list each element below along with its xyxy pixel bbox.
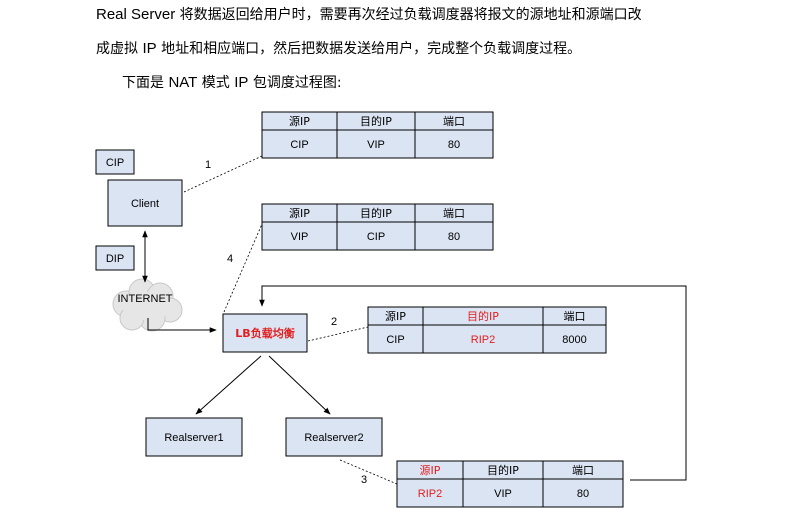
caption-ip-term: IP xyxy=(234,74,249,91)
table-header-cell: 源IP xyxy=(289,206,310,220)
table-value-cell: 80 xyxy=(577,488,589,500)
table-header-cell: 端口 xyxy=(564,310,586,323)
table-header-cell: 端口 xyxy=(443,115,465,128)
table-value-cell: RIP2 xyxy=(471,334,495,346)
paragraph-2-text-a: 成虚拟 xyxy=(96,41,143,57)
table-cell-bg xyxy=(462,478,544,508)
table-value-cell: CIP xyxy=(386,334,404,346)
lb-rs2-arrow xyxy=(268,355,331,415)
lb-rs1-arrow xyxy=(195,355,262,415)
return-path-arrow xyxy=(259,285,687,481)
table-value-cell: CIP xyxy=(367,231,385,243)
table-header-cell: 源IP xyxy=(289,114,310,128)
table-header-cell: 目的IP xyxy=(360,114,392,128)
table-cell-bg xyxy=(414,129,494,159)
caption-text-c: 包调度过程图: xyxy=(248,75,342,91)
paragraph-2: 成虚拟 IP 地址和相应端口，然后把数据发送给用户，完成整个负载调度过程。 xyxy=(96,38,581,58)
realserver1-node: Realserver1 xyxy=(145,417,243,457)
table-header-cell: 目的IP xyxy=(467,309,499,323)
table-value-cell: VIP xyxy=(367,139,385,151)
packet-tables: 源IP CIP 目的IP VIP 端口 80 源IP VIP 目的IP CIP 端口 80 源IP CIP… xyxy=(261,111,624,508)
table-cell-bg xyxy=(414,221,494,251)
packet-table-t3: 源IP RIP2 目的IP VIP 端口 80 xyxy=(396,460,624,508)
table-cell-bg xyxy=(261,129,338,159)
packet-table-t1: 源IP CIP 目的IP VIP 端口 80 xyxy=(261,111,494,159)
table-cell-bg xyxy=(422,324,544,354)
callout-4-line xyxy=(223,223,263,313)
callout-1-line xyxy=(183,155,263,193)
lb-node: LB负载均衡 xyxy=(222,313,308,353)
paragraph-1-text: 将数据返回给用户时，需要再次经过负载调度器将报文的源地址和源端口改 xyxy=(175,7,642,23)
nat-term: NAT xyxy=(168,74,198,91)
table-cell-bg xyxy=(396,478,464,508)
step-1-label: 1 xyxy=(205,159,211,171)
step-3-label: 3 xyxy=(361,474,367,486)
table-cell-bg xyxy=(261,221,338,251)
ip-term: IP xyxy=(142,40,157,57)
callout-2-line xyxy=(307,326,369,342)
table-cell-bg xyxy=(542,324,607,354)
table-header-cell: 端口 xyxy=(443,207,465,220)
real-server-term: Real Server xyxy=(96,6,176,23)
realserver1-label: Realserver1 xyxy=(164,432,223,444)
cip-node: CIP xyxy=(95,149,135,175)
packet-table-t4: 源IP VIP 目的IP CIP 端口 80 xyxy=(261,203,494,251)
internet-lb-arrow xyxy=(147,318,217,333)
paragraph-2-text-b: 地址和相应端口，然后把数据发送给用户，完成整个负载调度过程。 xyxy=(156,41,582,57)
table-header-cell: 目的IP xyxy=(360,206,392,220)
table-cell-bg xyxy=(367,324,424,354)
packet-table-t2: 源IP CIP 目的IP RIP2 端口 8000 xyxy=(367,306,607,354)
callout-3-line xyxy=(339,459,398,485)
table-cell-bg xyxy=(336,221,416,251)
table-value-cell: RIP2 xyxy=(418,488,442,500)
realserver2-label: Realserver2 xyxy=(304,432,363,444)
table-header-cell: 源IP xyxy=(385,309,406,323)
table-header-cell: 端口 xyxy=(572,464,594,477)
realserver2-node: Realserver2 xyxy=(285,417,383,457)
internet-cloud: INTERNET xyxy=(112,278,183,332)
client-node: Client xyxy=(107,179,183,227)
lb-label: LB负载均衡 xyxy=(235,326,294,340)
table-header-cell: 源IP xyxy=(420,463,441,477)
cip-label: CIP xyxy=(106,157,124,169)
internet-label: INTERNET xyxy=(118,293,173,305)
dip-label: DIP xyxy=(106,253,124,265)
table-value-cell: CIP xyxy=(290,139,308,151)
caption-text-b: 模式 xyxy=(197,75,235,91)
client-label: Client xyxy=(131,198,159,210)
dip-node: DIP xyxy=(95,245,135,271)
table-value-cell: 80 xyxy=(448,231,460,243)
step-4-label: 4 xyxy=(227,253,233,265)
table-header-cell: 目的IP xyxy=(487,463,519,477)
table-value-cell: VIP xyxy=(291,231,309,243)
diagram-caption: 下面是 NAT 模式 IP 包调度过程图: xyxy=(122,72,342,92)
paragraph-1: Real Server 将数据返回给用户时，需要再次经过负载调度器将报文的源地址… xyxy=(96,4,642,24)
table-cell-bg xyxy=(336,129,416,159)
step-2-label: 2 xyxy=(331,316,337,328)
table-value-cell: 8000 xyxy=(562,334,586,346)
table-value-cell: VIP xyxy=(494,488,512,500)
caption-text-a: 下面是 xyxy=(122,75,169,91)
table-cell-bg xyxy=(542,478,624,508)
table-value-cell: 80 xyxy=(448,139,460,151)
